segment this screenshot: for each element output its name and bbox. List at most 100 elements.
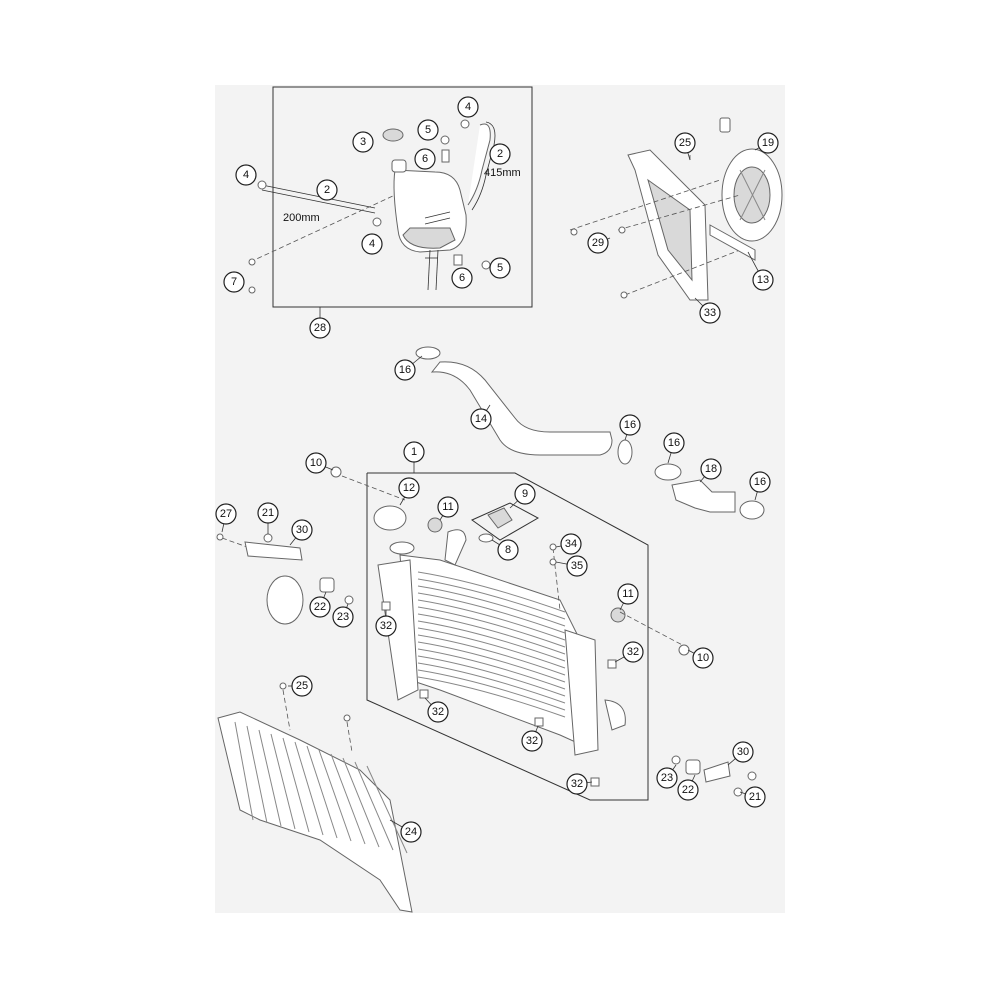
- callout-number: 2: [497, 148, 503, 160]
- radiator-protection-grille: [217, 711, 413, 913]
- radiator-fin: [417, 648, 566, 690]
- callout-number: 21: [262, 507, 274, 519]
- callout-number: 10: [697, 652, 709, 664]
- nut: [733, 787, 743, 797]
- part-callout-35: 35: [566, 555, 588, 577]
- radiator-fin: [417, 606, 566, 648]
- callout-number: 8: [505, 544, 511, 556]
- dimension-label-200mm: 200mm: [283, 212, 320, 224]
- screw: [620, 291, 628, 299]
- grille-slat: [306, 745, 338, 839]
- part-callout-25: 25: [291, 675, 313, 697]
- overflow-hose-short: [261, 184, 376, 214]
- nut: [344, 595, 354, 605]
- radiator-hose: [430, 361, 613, 456]
- screw: [248, 286, 256, 294]
- grille-slat: [234, 721, 254, 821]
- callout-number: 7: [231, 276, 237, 288]
- radiator-fin: [417, 634, 566, 676]
- callout-number: 2: [324, 184, 330, 196]
- radiator-fin: [417, 662, 566, 704]
- overflow-hose-long: [467, 123, 491, 206]
- clip: [590, 777, 600, 787]
- rubber-buffer: [319, 577, 335, 593]
- callout-number: 11: [442, 501, 453, 513]
- hose-clamp-small: [257, 180, 267, 190]
- radiator-fin: [417, 571, 566, 613]
- screw: [570, 228, 578, 236]
- part-callout-25: 25: [674, 132, 696, 154]
- grille-slat: [246, 725, 268, 824]
- part-callout-11: 11: [437, 496, 459, 518]
- part-callout-30: 30: [732, 741, 754, 763]
- radiator: [377, 529, 626, 756]
- nut: [549, 543, 557, 551]
- clip: [419, 689, 429, 699]
- callout-number: 16: [624, 419, 636, 431]
- part-callout-16: 16: [749, 471, 771, 493]
- callout-number: 32: [526, 735, 538, 747]
- callout-number: 4: [465, 101, 471, 113]
- callout-number: 1: [411, 446, 417, 458]
- radiator-fin: [417, 578, 566, 620]
- part-callout-16: 16: [663, 432, 685, 454]
- part-callout-10: 10: [692, 647, 714, 669]
- part-callout-9: 9: [514, 483, 536, 505]
- washer: [549, 558, 557, 566]
- part-callout-10: 10: [305, 452, 327, 474]
- callout-number: 9: [522, 488, 528, 500]
- part-callout-12: 12: [398, 477, 420, 499]
- part-callout-21: 21: [257, 502, 279, 524]
- callout-number: 32: [380, 620, 392, 632]
- part-callout-29: 29: [587, 232, 609, 254]
- callout-number: 23: [661, 772, 673, 784]
- callout-number: 10: [310, 457, 322, 469]
- callout-number: 25: [679, 137, 691, 149]
- part-callout-16: 16: [619, 414, 641, 436]
- callout-number: 32: [571, 778, 583, 790]
- callout-number: 13: [757, 274, 769, 286]
- part-callout-22: 22: [677, 779, 699, 801]
- radiator-group-frame: [366, 472, 649, 801]
- part-callout-19: 19: [757, 132, 779, 154]
- part-callout-4: 4: [457, 96, 479, 118]
- part-callout-30: 30: [291, 519, 313, 541]
- radiator-fin: [417, 627, 566, 669]
- nut: [671, 755, 681, 765]
- part-callout-18: 18: [700, 458, 722, 480]
- callout-number: 21: [749, 791, 761, 803]
- hose-fitting: [481, 260, 491, 270]
- grille-slat: [342, 757, 380, 848]
- callout-number: 25: [296, 680, 308, 692]
- part-callout-14: 14: [470, 408, 492, 430]
- grille-slat: [366, 765, 408, 854]
- part-callout-28: 28: [309, 317, 331, 339]
- callout-number: 30: [296, 524, 308, 536]
- part-callout-27: 27: [215, 503, 237, 525]
- callout-number: 22: [314, 601, 326, 613]
- callout-number: 16: [668, 437, 680, 449]
- holding-bracket: [703, 761, 731, 783]
- clip: [381, 601, 391, 611]
- callout-number: 35: [571, 560, 583, 572]
- fan-shroud: [627, 149, 709, 301]
- callout-number: 27: [220, 508, 232, 520]
- screw: [216, 533, 224, 541]
- part-callout-4: 4: [361, 233, 383, 255]
- callout-number: 5: [497, 262, 503, 274]
- part-callout-8: 8: [497, 539, 519, 561]
- part-callout-21: 21: [744, 786, 766, 808]
- callout-number: 18: [705, 463, 717, 475]
- callout-number: 29: [592, 237, 604, 249]
- part-callout-13: 13: [752, 269, 774, 291]
- radiator-fin: [417, 655, 566, 697]
- screw: [618, 226, 626, 234]
- part-callout-7: 7: [223, 271, 245, 293]
- callout-number: 34: [565, 538, 577, 550]
- collar-screw: [678, 644, 690, 656]
- callout-number: 30: [737, 746, 749, 758]
- spacer: [453, 254, 463, 266]
- part-callout-34: 34: [560, 533, 582, 555]
- part-callout-1: 1: [403, 441, 425, 463]
- callout-number: 24: [405, 826, 417, 838]
